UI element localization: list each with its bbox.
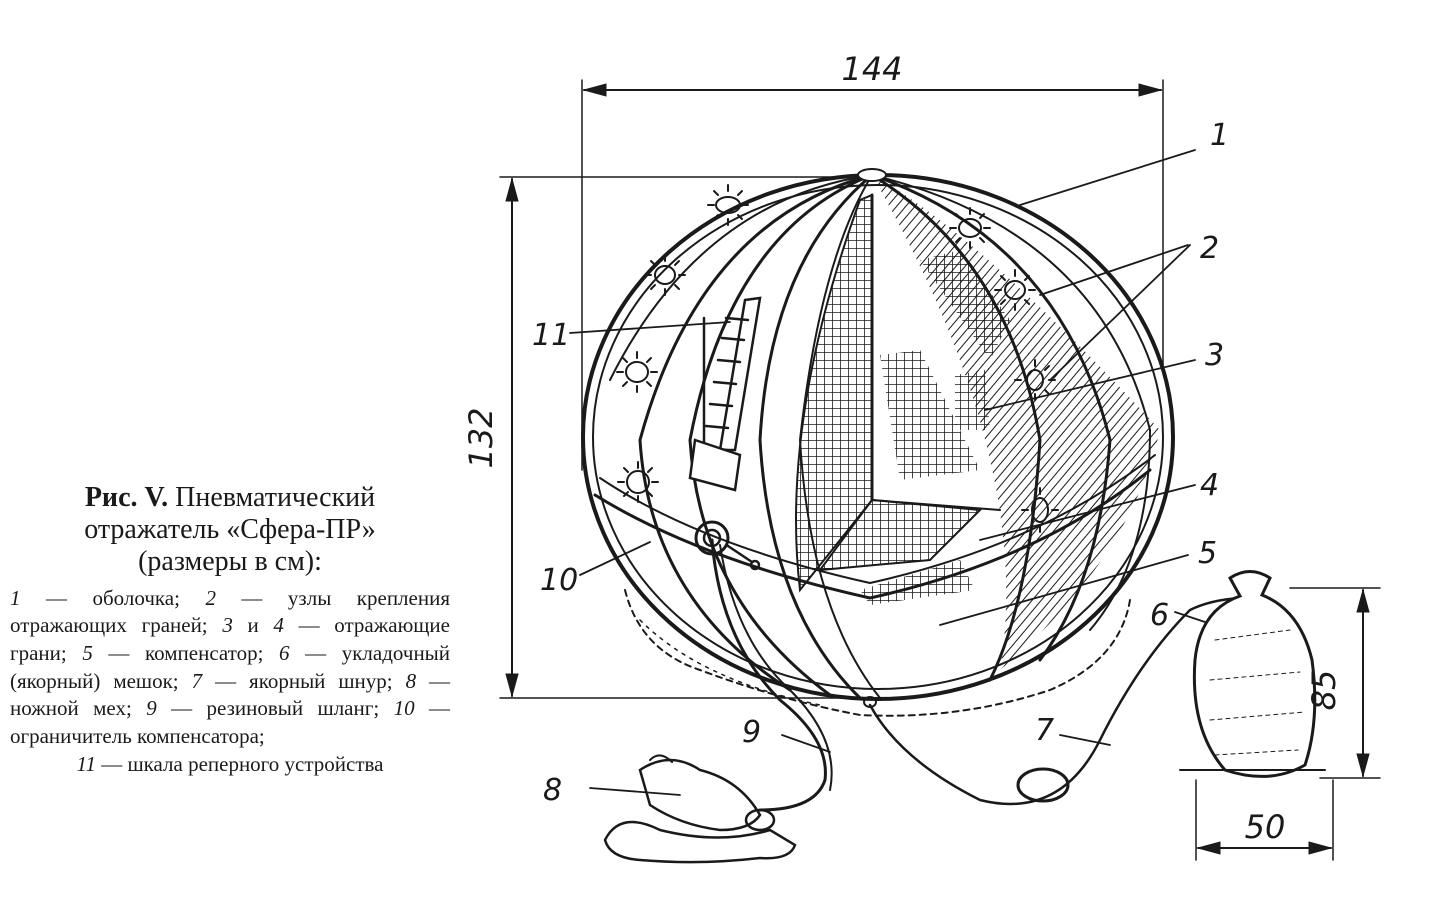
legend-item: шкала реперного устройства (127, 751, 384, 776)
legend-num: 9 (146, 696, 157, 721)
legend-item: компенсатор; (145, 641, 264, 665)
callout-5: 5 (1198, 536, 1217, 571)
anchor-bag (1179, 570, 1326, 778)
callout-7: 7 (1035, 713, 1054, 748)
callout-3: 3 (1205, 338, 1224, 373)
legend-num: 4 (273, 613, 284, 638)
dimension-bag-width (1195, 779, 1334, 861)
legend-item: якорный шнур; (249, 668, 393, 693)
dim-bag-height-label: 85 (1305, 670, 1343, 711)
foot-pump (603, 754, 797, 864)
dim-bag-width-label: 50 (1245, 808, 1286, 846)
legend-num: 8 (405, 668, 417, 693)
dim-height-label: 132 (462, 407, 500, 468)
callout-6: 6 (1150, 598, 1169, 633)
callout-11: 11 (532, 318, 570, 353)
callout-1: 1 (1210, 118, 1229, 153)
legend-num: 10 (393, 696, 415, 721)
callout-2: 2 (1200, 231, 1219, 266)
legend-item: отражающие грани; (10, 613, 450, 665)
callout-8: 8 (543, 773, 562, 808)
legend-item: узлы крепления отражающих граней; (10, 585, 450, 638)
callout-9: 9 (742, 715, 761, 750)
figure-caption: Рис. V. Пневматический отражатель «Сфера… (10, 482, 450, 779)
dim-width-label: 144 (841, 50, 902, 88)
reference-scale (688, 296, 762, 571)
legend-num: 6 (279, 641, 290, 665)
legend-item: укладочный (якорный) мешок; (10, 641, 451, 693)
legend-num: 1 (10, 585, 21, 610)
legend-item: ножной мех; (10, 696, 132, 721)
legend-item: резиновый шланг; (206, 696, 380, 721)
legend-item: и (247, 613, 259, 638)
compensator (593, 454, 1156, 600)
figure-label: Рис. V. (84, 482, 169, 513)
caption-title-line3: (размеры в см): (138, 546, 322, 578)
ground-shadow (624, 589, 1131, 717)
legend: 1 — оболочка; 2 — узлы крепления отражаю… (10, 585, 451, 776)
caption-title-line1: Пневматический (175, 482, 376, 513)
attachment-nodes (616, 184, 1059, 533)
legend-num: 11 (76, 751, 96, 776)
dimension-bag-height (1289, 587, 1381, 779)
callout-4: 4 (1200, 468, 1219, 503)
rubber-hose (710, 538, 827, 812)
legend-num: 3 (222, 613, 233, 638)
anchor-cord (868, 596, 1242, 806)
reflecting-faces (795, 193, 1010, 605)
caption-title: Рис. V. Пневматический отражатель «Сфера… (10, 482, 450, 579)
legend-item: оболочка; (92, 585, 180, 610)
sphere-shell (581, 168, 1175, 701)
legend-num: 5 (82, 641, 93, 665)
legend-num: 2 (205, 585, 216, 610)
legend-num: 7 (191, 668, 203, 693)
callout-leaders (569, 149, 1206, 796)
legend-item: ограничитель компенсатора; (10, 724, 265, 749)
anchor-ring (1016, 767, 1070, 803)
callout-10: 10 (540, 563, 578, 598)
caption-title-line2: отражатель «Сфера-ПР» (84, 514, 376, 546)
dimension-height (499, 176, 881, 699)
